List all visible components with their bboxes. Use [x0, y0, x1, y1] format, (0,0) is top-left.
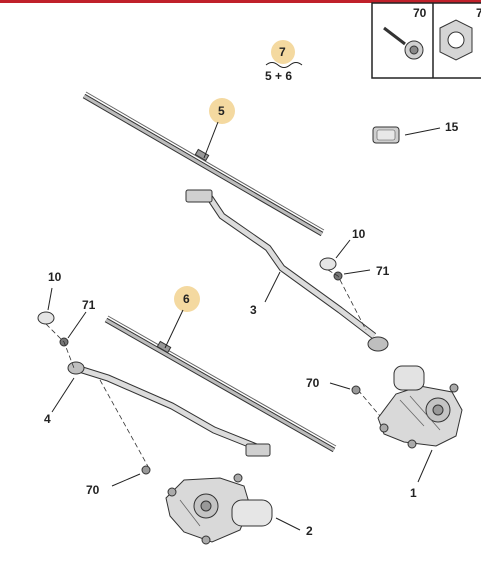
clip-part-15 — [372, 126, 400, 144]
wiper-motor-2 — [165, 473, 273, 545]
cap-part-10-left — [37, 311, 55, 325]
hardware-inset-box: 70 7 — [371, 2, 481, 79]
callout-6-highlight — [174, 286, 200, 312]
callout-7-sub: 5 + 6 — [265, 69, 292, 83]
wiper-arm-4 — [67, 361, 271, 457]
callout-3: 3 — [250, 303, 257, 317]
bolt-part-70-left — [141, 465, 151, 475]
callout-1: 1 — [410, 486, 417, 500]
callout-5: 5 — [218, 104, 225, 118]
cap-part-10-right — [319, 257, 337, 271]
wiper-motor-1 — [377, 365, 463, 449]
callout-6: 6 — [183, 292, 190, 306]
callout-7: 7 — [279, 45, 286, 59]
callout-10-right: 10 — [352, 227, 366, 241]
callout-70-box: 70 — [413, 6, 427, 20]
wiper-blade-6 — [104, 315, 337, 453]
callout-70-left: 70 — [86, 483, 100, 497]
wiper-blade-5 — [82, 91, 325, 237]
nut-icon — [439, 19, 473, 61]
assembly-line-left-2 — [99, 379, 151, 471]
callout-70-box-cut: 7 — [476, 6, 481, 20]
assembly-line-right-2 — [357, 389, 381, 417]
callout-2: 2 — [306, 524, 313, 538]
callout-15: 15 — [445, 120, 459, 134]
callout-71-right: 71 — [376, 264, 390, 278]
callout-5-highlight — [209, 98, 235, 124]
top-accent-bar — [0, 0, 481, 3]
bolt-part-70-right — [351, 385, 361, 395]
bolt-icon — [383, 26, 424, 60]
callout-4: 4 — [44, 412, 51, 426]
brace-icon — [265, 62, 303, 68]
callout-7-highlight — [271, 40, 295, 64]
assembly-line-right — [327, 269, 367, 331]
wiper-arm-3 — [185, 189, 389, 352]
callout-10-left: 10 — [48, 270, 62, 284]
callout-70-right: 70 — [306, 376, 320, 390]
assembly-line-left — [45, 323, 75, 369]
callout-71-left: 71 — [82, 298, 96, 312]
